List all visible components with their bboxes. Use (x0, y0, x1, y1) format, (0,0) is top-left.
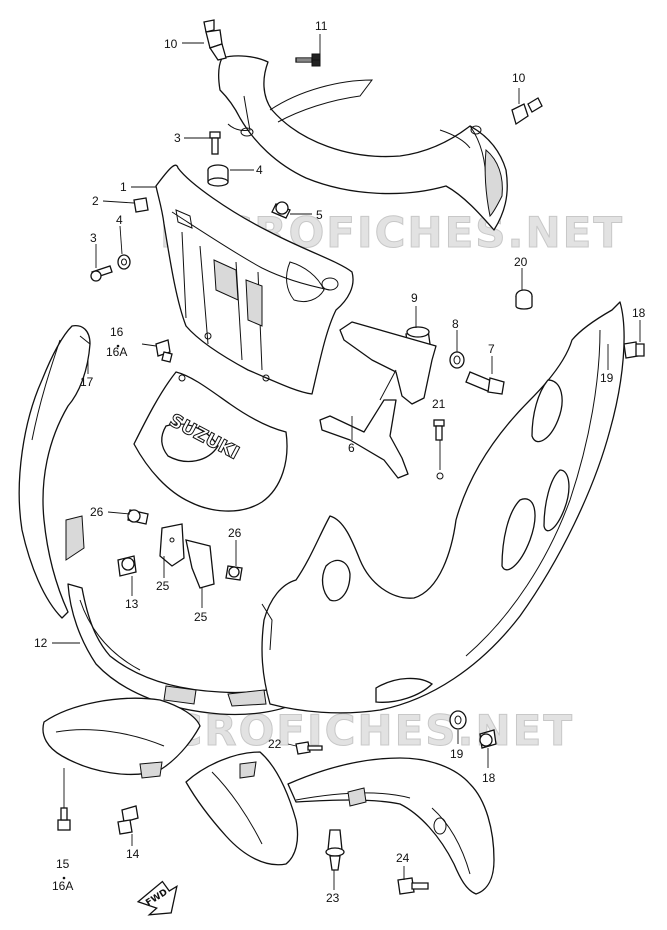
screw-21 (433, 419, 445, 441)
callout-numbers: 10 11 10 3 4 1 2 5 3 4 20 9 8 7 18 19 16… (34, 19, 646, 905)
center-lower-panel: SUZUKI (133, 371, 288, 512)
callout-18-b: 18 (482, 771, 496, 785)
callout-14: 14 (126, 847, 140, 861)
inner-fender (185, 751, 299, 866)
callout-26-b: 26 (228, 526, 242, 540)
clip-16 (155, 339, 173, 363)
callout-12: 12 (34, 636, 48, 650)
lower-under-cowl (287, 757, 495, 895)
bracket-25-right (185, 539, 215, 589)
callout-24: 24 (396, 851, 410, 865)
screw-26-right (225, 565, 243, 581)
right-side-cowling (261, 301, 625, 714)
callout-9: 9 (411, 291, 418, 305)
callout-10-b: 10 (512, 71, 526, 85)
callout-16a-a: 16A (106, 345, 127, 359)
screw-22 (295, 741, 323, 755)
screw-3-top (209, 131, 221, 155)
callout-4-b: 4 (116, 213, 123, 227)
callout-11: 11 (315, 19, 328, 33)
washer-8 (449, 351, 465, 369)
grommet-4-top (207, 164, 229, 187)
clip-2 (133, 197, 149, 213)
callout-10-a: 10 (164, 37, 178, 51)
screw-26-left (127, 509, 149, 525)
callout-5: 5 (316, 208, 323, 222)
callout-20: 20 (514, 255, 528, 269)
leader-lines (52, 34, 641, 890)
callout-15: 15 (56, 857, 70, 871)
callout-17: 17 (80, 375, 94, 389)
callout-13: 13 (125, 597, 139, 611)
grommet-4-left (117, 254, 131, 270)
bolt-18-bottom (479, 729, 497, 749)
bracket-25-left (159, 523, 185, 567)
grommet-19-bottom (449, 710, 467, 730)
screw-3-left (90, 265, 113, 282)
left-side-cowling (18, 324, 91, 619)
callout-2: 2 (92, 194, 99, 208)
bolt-18-top (623, 341, 645, 359)
callout-21: 21 (432, 397, 446, 411)
inner-lower-panel (67, 583, 303, 716)
callout-25-b: 25 (194, 610, 208, 624)
callout-6: 6 (348, 441, 355, 455)
callout-26-a: 26 (90, 505, 104, 519)
upper-cowling (218, 55, 508, 231)
fastener-14 (117, 805, 139, 835)
screw-5 (271, 201, 291, 219)
grommet-20 (515, 289, 533, 310)
callout-8: 8 (452, 317, 459, 331)
callout-18-a: 18 (632, 306, 646, 320)
forward-arrow-icon: FWD (136, 880, 178, 916)
callout-4-a: 4 (256, 163, 263, 177)
callout-16a-b: 16A (52, 879, 73, 893)
callout-25-a: 25 (156, 579, 170, 593)
callout-16: 16 (110, 325, 124, 339)
callout-23: 23 (326, 891, 340, 905)
callout-3-b: 3 (90, 231, 97, 245)
stay-6 (319, 321, 437, 479)
fastener-23 (325, 829, 345, 871)
callout-19-a: 19 (600, 371, 614, 385)
fastener-10-top-left (203, 19, 227, 61)
screw-24 (397, 877, 429, 895)
cowling-frame-bracket (155, 164, 354, 395)
clip-15 (57, 807, 71, 831)
screw-13 (117, 555, 137, 577)
fastener-10-top-right (511, 97, 543, 126)
bolt-7 (465, 371, 505, 395)
callout-7: 7 (488, 342, 495, 356)
callout-22: 22 (268, 737, 282, 751)
callout-1: 1 (120, 180, 127, 194)
callout-3-a: 3 (174, 131, 181, 145)
callout-19-b: 19 (450, 747, 464, 761)
lower-cover-left (42, 697, 201, 779)
